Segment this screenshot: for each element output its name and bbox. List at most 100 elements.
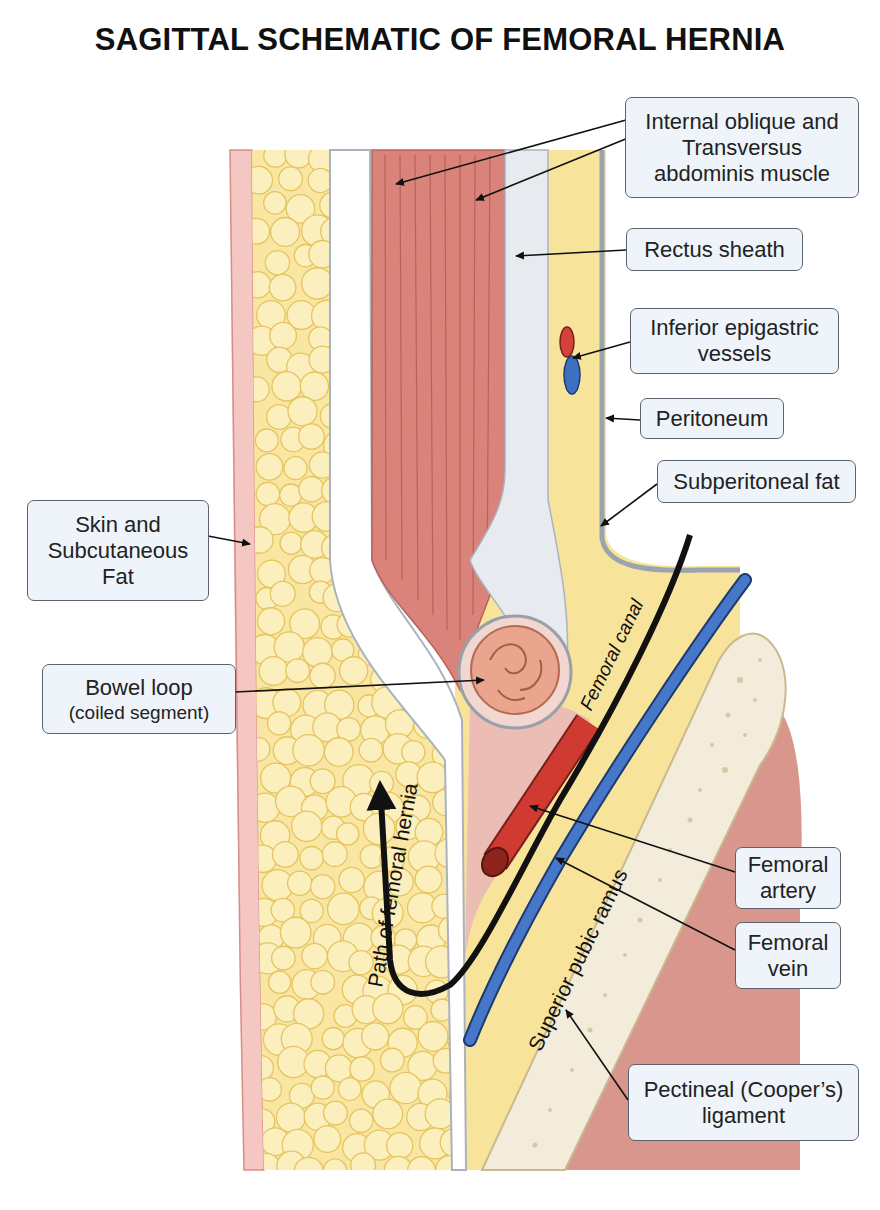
femoral-artery-end: [477, 843, 514, 881]
fat-lobule: [359, 738, 382, 761]
fat-lobule: [255, 429, 278, 452]
fat-lobule: [384, 1156, 412, 1184]
fat-lobule: [373, 1099, 403, 1129]
fat-lobule: [259, 657, 288, 686]
fat-lobule: [465, 1108, 487, 1130]
fat-lobule: [390, 1072, 421, 1103]
callout-text: Subperitoneal fat: [666, 469, 847, 495]
fat-lobule: [286, 659, 310, 683]
anatomy-label: Path of femoral hernia: [363, 781, 423, 989]
callout-text: Femoral artery: [744, 852, 832, 904]
diagram-title: SAGITTAL SCHEMATIC OF FEMORAL HERNIA: [0, 22, 880, 58]
fat-lobule: [351, 1153, 376, 1178]
fat-lobule: [256, 454, 283, 481]
fat-lobule: [258, 608, 285, 635]
fat-lobule: [311, 875, 335, 899]
fat-lobule: [340, 657, 368, 685]
fat-lobule: [302, 268, 333, 299]
fat-lobule: [338, 1078, 361, 1101]
fat-lobule: [256, 482, 279, 505]
fat-lobule: [293, 735, 324, 766]
femoral-vein-outline: [470, 580, 745, 1040]
fat-lobule: [328, 893, 360, 925]
fat-lobule: [279, 167, 303, 191]
fat-lobule: [370, 771, 394, 795]
fat-lobule: [271, 218, 300, 247]
fat-lobule: [349, 1109, 372, 1132]
fat-lobule: [324, 1101, 348, 1125]
fat-lobule: [265, 251, 289, 275]
fat-lobule: [246, 737, 270, 761]
fat-lobule: [294, 1157, 323, 1186]
fat-lobule: [387, 1133, 413, 1159]
fat-lobule: [474, 876, 497, 899]
callout-box: Femoral vein: [735, 922, 841, 989]
fat-lobule: [280, 917, 311, 948]
callout-box: Internal oblique and Transversus abdomin…: [625, 97, 859, 198]
fat-lobule: [270, 322, 297, 349]
fat-lobule: [300, 846, 323, 869]
fat-lobule: [323, 1159, 346, 1182]
callout-text: Internal oblique and Transversus abdomin…: [634, 109, 850, 187]
callout-box: Subperitoneal fat: [657, 460, 856, 503]
callout-box: Skin and Subcutaneous Fat: [27, 500, 209, 601]
callout-text: Pectineal (Cooper’s) ligament: [637, 1077, 850, 1129]
fat-lobule: [362, 1023, 389, 1050]
callout-box: Bowel loop(coiled segment): [42, 664, 236, 734]
fat-lobule: [303, 638, 332, 667]
fat-lobule: [264, 192, 286, 214]
bowel-loop: [471, 626, 559, 714]
callout-box: Inferior epigastric vessels: [630, 308, 839, 374]
fat-lobule: [337, 823, 359, 845]
fat-lobule: [322, 842, 347, 867]
fat-lobule: [276, 1103, 305, 1132]
epigastric-artery: [560, 327, 574, 357]
fat-lobule: [465, 763, 493, 791]
callout-box: Femoral artery: [735, 847, 841, 909]
fat-lobule: [292, 811, 322, 841]
femoral-artery-tube: [495, 722, 588, 862]
fat-lobule: [302, 943, 327, 968]
fat-lobule: [245, 166, 273, 194]
fat-lobule: [245, 272, 271, 298]
fat-lobule: [311, 970, 335, 994]
fat-lobule: [339, 867, 364, 892]
fat-lobule: [415, 866, 442, 893]
fat-lobule: [250, 793, 279, 822]
fat-lobule: [464, 738, 488, 762]
fat-lobule: [249, 1056, 274, 1081]
fat-lobule: [272, 372, 301, 401]
callout-text: Peritoneum: [649, 406, 775, 432]
callout-text: Bowel loop: [51, 675, 227, 701]
callout-box: Peritoneum: [640, 398, 784, 439]
fat-lobule: [244, 377, 269, 402]
fat-lobule: [288, 871, 312, 895]
fat-lobule: [402, 741, 425, 764]
fat-lobule: [284, 457, 307, 480]
hernia-path-arrow: [381, 535, 690, 994]
callout-text: Femoral vein: [744, 930, 832, 982]
fat-lobule: [373, 994, 403, 1024]
fat-lobule: [380, 1048, 404, 1072]
fat-lobule: [299, 424, 325, 450]
anatomy-label: Superior pubic ramus: [523, 865, 632, 1055]
fat-lobule: [288, 397, 317, 426]
fat-lobule: [264, 144, 287, 167]
fat-lobule: [475, 1136, 498, 1159]
fat-lobule: [300, 372, 328, 400]
fat-lobule: [269, 971, 291, 993]
rectus-sheath-band: [470, 150, 568, 690]
fat-lobule: [247, 527, 274, 554]
callout-text: (coiled segment): [51, 701, 227, 724]
anatomy-label: Femoral canal: [576, 596, 649, 714]
callout-box: Rectus sheath: [626, 228, 803, 271]
fat-lobule: [310, 663, 335, 688]
femoral-artery-outline: [495, 722, 588, 862]
callout-text: Inferior epigastric vessels: [639, 315, 830, 367]
epigastric-vein: [564, 356, 580, 394]
callout-text: Skin and Subcutaneous Fat: [36, 512, 200, 590]
fat-lobule: [350, 1057, 374, 1081]
fat-lobule: [272, 842, 298, 868]
fat-lobule: [258, 1078, 281, 1101]
fat-lobule: [322, 1028, 344, 1050]
